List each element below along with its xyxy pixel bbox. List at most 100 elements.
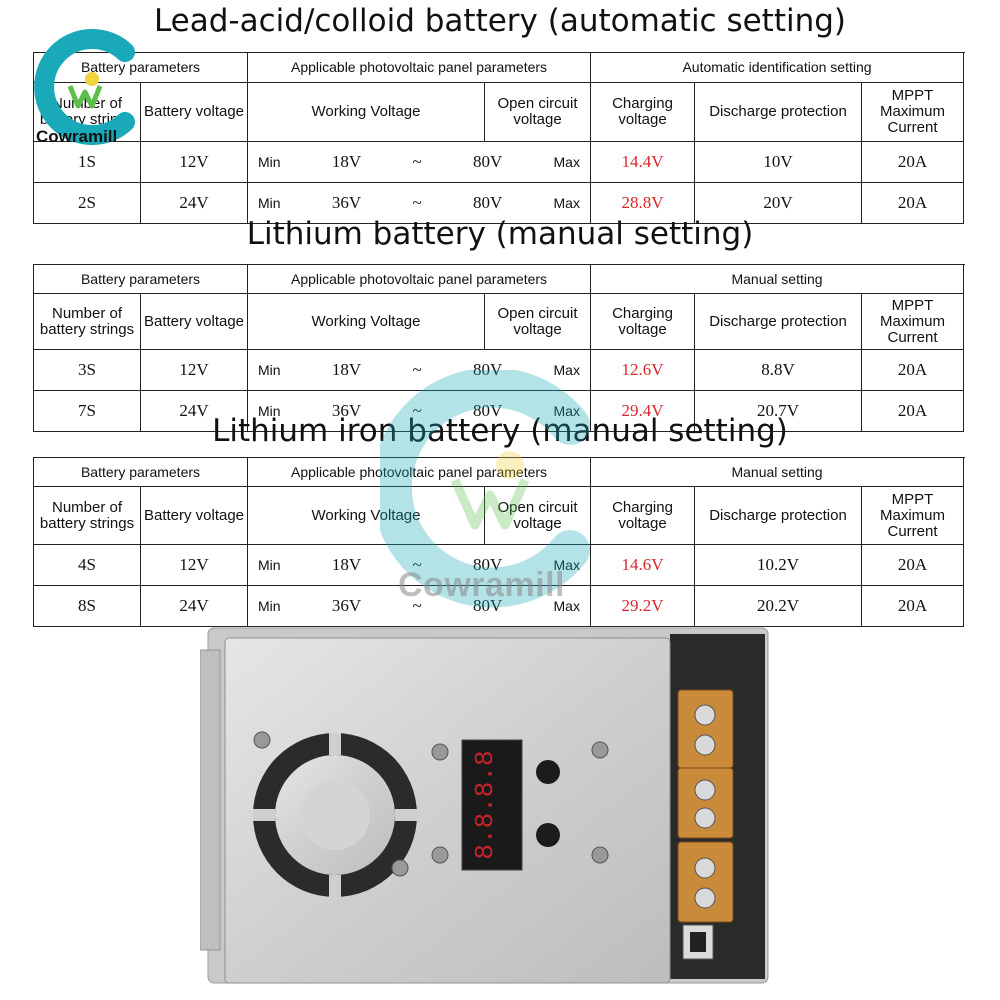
open-circuit-voltage: 80V bbox=[472, 152, 503, 171]
cell-strings: 8S bbox=[33, 585, 141, 627]
header-charging-voltage: Charging voltage bbox=[590, 486, 696, 545]
min-label: Min bbox=[258, 598, 281, 614]
cell-pv-range: Min 18V ~80V Max bbox=[246, 141, 592, 183]
working-voltage-min: 18V bbox=[331, 360, 362, 379]
cell-charging-voltage: 29.2V bbox=[590, 585, 696, 627]
header-discharge-protection: Discharge protection bbox=[694, 82, 863, 142]
working-voltage-min: 18V bbox=[331, 555, 362, 574]
fan-vent-icon bbox=[253, 733, 417, 897]
cell-battery-voltage: 12V bbox=[140, 349, 248, 391]
header-battery-parameters: Battery parameters bbox=[33, 457, 248, 487]
header-pv-parameters: Applicable photovoltaic panel parameters bbox=[246, 457, 592, 487]
section-title: Lithium battery (manual setting) bbox=[246, 216, 754, 252]
working-voltage-min: 18V bbox=[331, 152, 362, 171]
cell-strings: 2S bbox=[33, 182, 141, 224]
cell-mppt-current: 20A bbox=[861, 182, 965, 224]
max-label: Max bbox=[553, 557, 580, 573]
header-discharge-protection: Discharge protection bbox=[694, 486, 863, 545]
cell-mppt-current: 20A bbox=[861, 585, 965, 627]
header-battery-parameters: Battery parameters bbox=[33, 52, 248, 83]
min-label: Min bbox=[258, 195, 281, 211]
header-setting: Manual setting bbox=[590, 264, 965, 294]
tilde-separator: ~ bbox=[412, 193, 422, 212]
header-discharge-protection: Discharge protection bbox=[694, 293, 863, 350]
open-circuit-voltage: 80V bbox=[472, 555, 503, 574]
cell-pv-range: Min 36V ~80V Max bbox=[246, 182, 592, 224]
cell-battery-voltage: 24V bbox=[140, 390, 248, 432]
header-open-circuit-voltage: Open circuit voltage bbox=[483, 486, 592, 545]
cell-battery-voltage: 24V bbox=[140, 585, 248, 627]
cell-mppt-current: 20A bbox=[861, 544, 965, 586]
cell-battery-voltage: 12V bbox=[140, 141, 248, 183]
tilde-separator: ~ bbox=[412, 360, 422, 379]
led-display: 8.8.8.8 bbox=[470, 750, 500, 859]
cell-charging-voltage: 14.4V bbox=[590, 141, 696, 183]
working-voltage-min: 36V bbox=[331, 193, 362, 212]
cell-pv-range: Min 18V ~80V Max bbox=[246, 349, 592, 391]
header-strings: Number of battery strings bbox=[33, 486, 141, 545]
watermark-text: Cowramill bbox=[398, 566, 565, 604]
header-battery-parameters: Battery parameters bbox=[33, 264, 248, 294]
cell-discharge-protection: 10V bbox=[694, 141, 863, 183]
header-battery-voltage: Battery voltage bbox=[140, 486, 248, 545]
cell-mppt-current: 20A bbox=[861, 390, 965, 432]
header-working-voltage: Working Voltage bbox=[247, 486, 485, 545]
cell-discharge-protection: 20V bbox=[694, 182, 863, 224]
max-label: Max bbox=[553, 403, 580, 419]
cell-discharge-protection: 20.7V bbox=[694, 390, 863, 432]
tilde-separator: ~ bbox=[412, 596, 422, 615]
min-label: Min bbox=[258, 403, 281, 419]
mppt-controller-image: 8.8.8.8 bbox=[200, 627, 769, 984]
header-battery-voltage: Battery voltage bbox=[140, 293, 248, 350]
section-title: Lead-acid/colloid battery (automatic set… bbox=[153, 3, 847, 39]
cell-discharge-protection: 20.2V bbox=[694, 585, 863, 627]
open-circuit-voltage: 80V bbox=[472, 596, 503, 615]
open-circuit-voltage: 80V bbox=[472, 193, 503, 212]
working-voltage-min: 36V bbox=[331, 596, 362, 615]
cell-strings: 3S bbox=[33, 349, 141, 391]
min-label: Min bbox=[258, 362, 281, 378]
header-mppt-current: MPPT Maximum Current bbox=[861, 82, 965, 142]
brand-logo-text: Cowramill bbox=[36, 127, 118, 146]
cell-charging-voltage: 28.8V bbox=[590, 182, 696, 224]
header-open-circuit-voltage: Open circuit voltage bbox=[483, 82, 592, 142]
cell-battery-voltage: 12V bbox=[140, 544, 248, 586]
cell-discharge-protection: 8.8V bbox=[694, 349, 863, 391]
max-label: Max bbox=[553, 154, 580, 170]
cell-strings: 4S bbox=[33, 544, 141, 586]
max-label: Max bbox=[553, 362, 580, 378]
cell-charging-voltage: 29.4V bbox=[590, 390, 696, 432]
max-label: Max bbox=[553, 195, 580, 211]
header-open-circuit-voltage: Open circuit voltage bbox=[483, 293, 592, 350]
min-label: Min bbox=[258, 154, 281, 170]
header-setting: Automatic identification setting bbox=[590, 52, 965, 83]
tilde-separator: ~ bbox=[412, 152, 422, 171]
brand-logo-icon bbox=[34, 29, 135, 145]
cell-discharge-protection: 10.2V bbox=[694, 544, 863, 586]
cell-charging-voltage: 12.6V bbox=[590, 349, 696, 391]
header-strings: Number of battery strings bbox=[33, 293, 141, 350]
open-circuit-voltage: 80V bbox=[472, 360, 503, 379]
max-label: Max bbox=[553, 598, 580, 614]
header-pv-parameters: Applicable photovoltaic panel parameters bbox=[246, 264, 592, 294]
cell-mppt-current: 20A bbox=[861, 141, 965, 183]
header-charging-voltage: Charging voltage bbox=[590, 293, 696, 350]
cell-charging-voltage: 14.6V bbox=[590, 544, 696, 586]
working-voltage-min: 36V bbox=[331, 401, 362, 420]
tilde-separator: ~ bbox=[412, 401, 422, 420]
header-working-voltage: Working Voltage bbox=[247, 293, 485, 350]
cell-mppt-current: 20A bbox=[861, 349, 965, 391]
header-battery-voltage: Battery voltage bbox=[140, 82, 248, 142]
header-mppt-current: MPPT Maximum Current bbox=[861, 486, 965, 545]
